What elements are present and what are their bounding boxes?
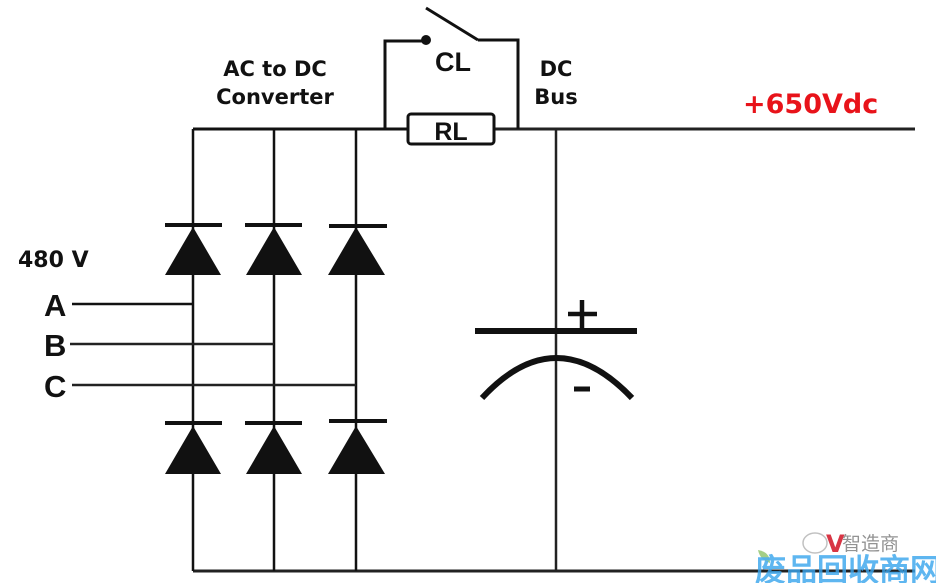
diode-lower-a xyxy=(165,421,222,474)
wechat-icon xyxy=(802,532,828,554)
diode-upper-b xyxy=(245,223,302,275)
contactor-switch-blade xyxy=(425,6,479,42)
diode-lower-b xyxy=(245,421,302,474)
bus-voltage-label: +650Vdc xyxy=(743,89,878,120)
phase-b-label: B xyxy=(44,328,66,363)
capacitor-plus-sign xyxy=(568,300,597,330)
phase-a-label: A xyxy=(44,288,66,323)
watermark-site-text: 废品回收商网 xyxy=(755,553,936,583)
converter-label-line2: Converter xyxy=(216,85,334,109)
dc-bus-label-line2: Bus xyxy=(534,85,577,109)
precharge-resistor xyxy=(406,112,496,146)
dc-bus-label-line1: DC xyxy=(540,57,573,81)
watermark: V 智造商 废品回收商网 xyxy=(755,530,936,583)
diode-upper-c xyxy=(328,224,387,275)
leaf-icon xyxy=(758,550,770,563)
diode-lower-c xyxy=(328,419,387,474)
watermark-brand-text: 智造商 xyxy=(842,533,899,555)
contactor-bypass-left xyxy=(383,39,426,129)
resistor-label: RL xyxy=(434,118,467,146)
converter-label-line1: AC to DC xyxy=(223,57,327,81)
diode-upper-a xyxy=(165,223,222,275)
phase-c-label: C xyxy=(44,369,66,404)
capacitor-plate-negative xyxy=(479,355,635,401)
watermark-brand-v: V xyxy=(826,530,845,558)
input-voltage-label: 480 V xyxy=(18,248,89,273)
contactor-contact-dot xyxy=(421,35,431,45)
contactor-label: CL xyxy=(435,47,471,77)
contactor-bypass-right xyxy=(478,38,520,129)
